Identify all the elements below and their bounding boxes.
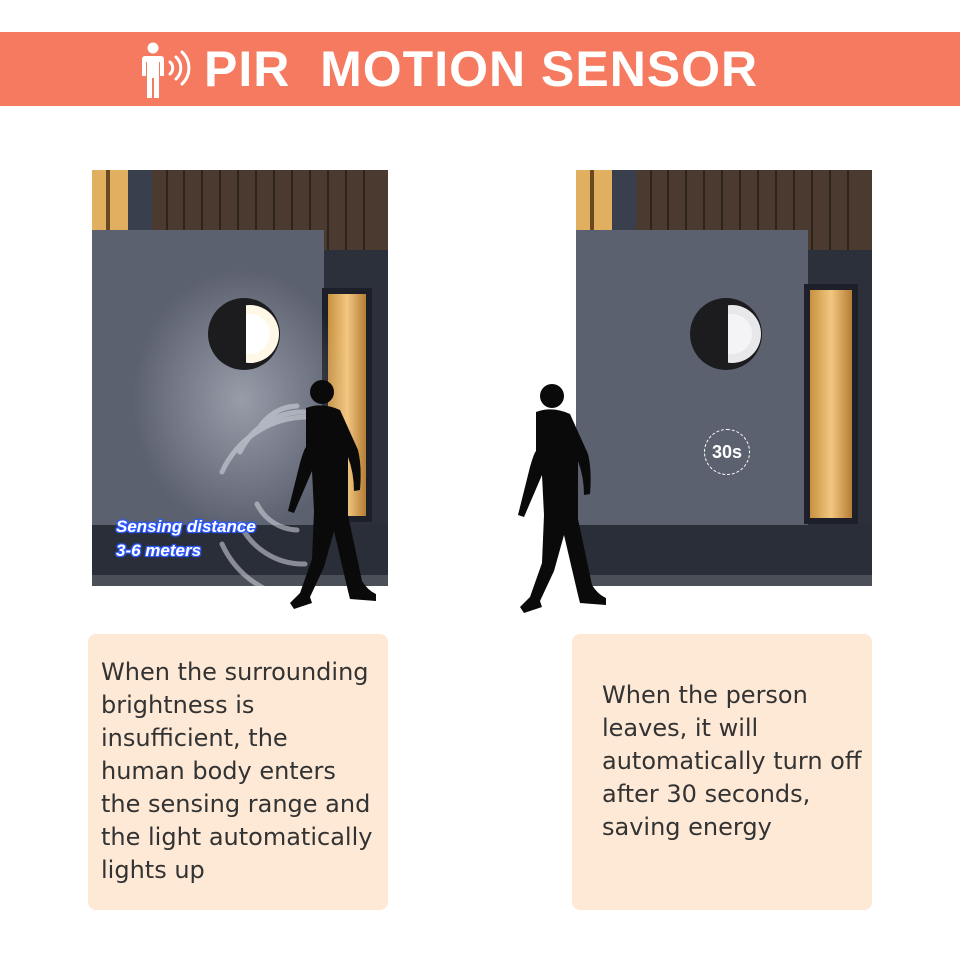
person-sensor-icon: [142, 42, 191, 98]
walking-person-silhouette: [288, 380, 376, 609]
sensing-distance-label: Sensing distance 3-6 meters: [116, 515, 256, 563]
description-card-left: When the surrounding brightness is insuf…: [88, 634, 388, 910]
description-card-right: When the person leaves, it will automati…: [572, 634, 872, 910]
house-wall-illustration: [92, 170, 388, 586]
sensing-label-line1: Sensing distance: [116, 517, 256, 536]
sensing-label-line2: 3-6 meters: [116, 541, 202, 560]
scene-light-off: [576, 170, 872, 586]
scene-light-on: [92, 170, 388, 586]
page-title: PIR MOTION SENSOR: [204, 41, 759, 97]
house-wall-illustration: [576, 170, 872, 586]
header-banner: PIR MOTION SENSOR: [0, 32, 960, 106]
description-text: When the surrounding brightness is insuf…: [101, 658, 373, 884]
description-text: When the person leaves, it will automati…: [602, 681, 862, 841]
walking-person-silhouette: [518, 384, 606, 613]
timer-badge: 30s: [704, 429, 750, 475]
